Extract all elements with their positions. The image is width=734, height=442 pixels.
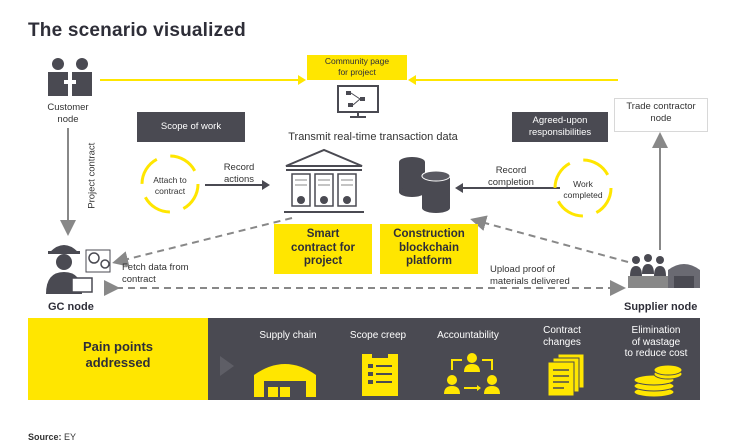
database-icon (399, 157, 451, 213)
fetch-data-label: Fetch data from contract (122, 262, 189, 285)
record-actions-label: Record actions (223, 162, 255, 185)
pain-item-scope-creep-label: Scope creep (349, 330, 407, 341)
upload-proof-label: Upload proof of materials delivered (490, 264, 570, 287)
customer-node-label: Customer node (47, 102, 89, 125)
work-completed-label: Work completed (563, 179, 603, 200)
people-arrows-icon (444, 353, 500, 394)
fetch-data-line (112, 217, 293, 267)
pain-item-supply-chain-label: Supply chain (259, 330, 317, 341)
worker-icon (46, 245, 111, 294)
source-value: EY (64, 432, 77, 442)
community-page-box: Community page for project (307, 55, 407, 80)
source-label: Source: (28, 432, 62, 442)
pain-item-elimination-label: Elimination of wastage to reduce cost (624, 325, 688, 359)
record-completion-label: Record completion (488, 165, 534, 188)
page-title: The scenario visualized (28, 20, 246, 41)
blockchain-platform-box: Construction blockchain platform (380, 224, 478, 274)
attach-to-contract-label: Attach to contract (153, 175, 187, 196)
pain-points-panel (28, 318, 208, 400)
trade-contractor-box: Trade contractor node (614, 98, 708, 132)
gc-node-label: GC node (48, 301, 94, 313)
source-note: Source: EY (28, 432, 76, 442)
documents-icon (547, 353, 585, 397)
scope-of-work-box: Scope of work (137, 112, 245, 142)
monitor-icon (337, 85, 379, 118)
transmit-label: Transmit real-time transaction data (288, 131, 458, 143)
pain-item-accountability-label: Accountability (437, 330, 499, 341)
upload-proof-line (470, 215, 629, 263)
supplier-node-label: Supplier node (624, 301, 698, 313)
smart-contract-icon (284, 148, 364, 213)
smart-contract-box: Smart contract for project (274, 224, 372, 274)
agreed-upon-box: Agreed-upon responsibilities (512, 112, 608, 142)
clipboard-icon (362, 350, 398, 396)
warehouse-icon (254, 364, 316, 397)
pain-points-label: Pain points addressed (82, 339, 154, 370)
project-contract-label: Project contract (86, 142, 98, 209)
pain-item-contract-changes-label: Contract changes (543, 325, 581, 348)
handshake-icon (48, 58, 92, 96)
supplier-icon (628, 254, 700, 288)
work-circle (553, 158, 613, 218)
coins-icon (633, 364, 683, 398)
pain-arrow-shape (220, 356, 234, 376)
attach-circle (140, 154, 200, 214)
